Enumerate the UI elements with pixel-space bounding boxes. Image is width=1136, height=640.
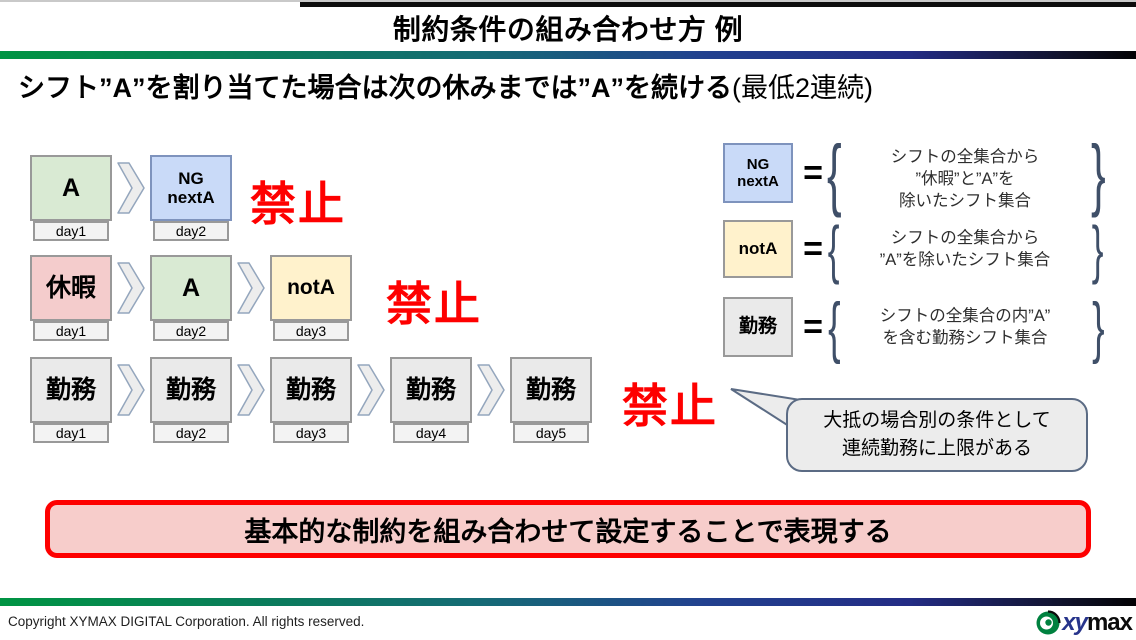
definition-text-ngnexta: シフトの全集合から ”休暇”と”A”を 除いたシフト集合 [845, 146, 1085, 212]
title-divider-bar [0, 51, 1136, 59]
shift-box-kinmu-day5: 勤務 day5 [510, 357, 592, 443]
brace-glyph: { [828, 213, 840, 285]
definition-line: 除いたシフト集合 [899, 192, 1031, 210]
definition-line: ”休暇”と”A”を [915, 170, 1015, 188]
chevron-right-icon [117, 162, 145, 214]
brace-glyph: { [826, 129, 842, 218]
top-hairline [0, 0, 1136, 2]
definition-term-ngnexta: NG nextA [723, 143, 793, 203]
shift-box-day: day5 [513, 423, 589, 443]
shift-box-label: A [150, 255, 232, 321]
top-black-bar [300, 2, 1136, 7]
shift-box-kinmu-day3: 勤務 day3 [270, 357, 352, 443]
shift-box-label: 休暇 [30, 255, 112, 321]
shift-box-label: 勤務 [30, 357, 112, 423]
page-title: 制約条件の組み合わせ方 例 [392, 14, 744, 45]
chevron-right-icon [357, 364, 385, 416]
brace-glyph: { [827, 289, 841, 365]
equals-sign: = [803, 307, 823, 346]
brace-close: } [1084, 289, 1112, 365]
chevron-right-icon [237, 262, 265, 314]
brace-close: } [1084, 129, 1112, 218]
brace-open: { [820, 213, 848, 285]
callout-line: 大抵の場合別の条件として [823, 410, 1051, 432]
brace-glyph: } [1091, 289, 1105, 365]
brace-glyph: } [1090, 129, 1106, 218]
shift-box-day: day1 [33, 423, 109, 443]
shift-box-day: day1 [33, 321, 109, 341]
subtitle-note-text: (最低2連続) [732, 73, 873, 103]
shift-box-label: 勤務 [150, 357, 232, 423]
shift-box-day: day4 [393, 423, 469, 443]
copyright-text: Copyright XYMAX DIGITAL Corporation. All… [8, 614, 365, 629]
chevron-right-icon [117, 262, 145, 314]
definition-term-kinmu: 勤務 [723, 297, 793, 357]
shift-box-label: 勤務 [510, 357, 592, 423]
brace-open: { [820, 129, 848, 218]
definition-text-nota: シフトの全集合から ”A”を除いたシフト集合 [845, 227, 1085, 271]
shift-box-label: A [30, 155, 112, 221]
shift-box-day: day3 [273, 423, 349, 443]
conclusion-banner: 基本的な制約を組み合わせて設定することで表現する [45, 500, 1091, 558]
definition-line: ”A”を除いたシフト集合 [879, 251, 1051, 269]
definition-line: シフトの全集合の内”A” [879, 307, 1051, 325]
xymax-logo: xy max [1035, 609, 1133, 637]
definition-line: シフトの全集合から [890, 229, 1040, 247]
shift-box-day: day1 [33, 221, 109, 241]
chevron-right-icon [117, 364, 145, 416]
footer-divider-bar [0, 598, 1136, 606]
logo-text-max: max [1086, 609, 1133, 636]
xymax-logo-icon [1036, 610, 1061, 635]
shift-box-kinmu-day4: 勤務 day4 [390, 357, 472, 443]
shift-box-kinmu-day2: 勤務 day2 [150, 357, 232, 443]
shift-box-day: day2 [153, 423, 229, 443]
logo-text-xy: xy [1062, 609, 1088, 636]
verdict-forbidden-row3: 禁止 [622, 380, 718, 432]
brace-close: } [1084, 213, 1112, 285]
equals-sign: = [803, 229, 823, 268]
shift-box-label: notA [270, 255, 352, 321]
shift-box-kinmu-day1: 勤務 day1 [30, 357, 112, 443]
definition-text-kinmu: シフトの全集合の内”A” を含む勤務シフト集合 [845, 305, 1085, 349]
shift-box-day: day3 [273, 321, 349, 341]
callout-line: 連続勤務に上限がある [841, 438, 1032, 459]
brace-glyph: } [1092, 213, 1104, 285]
shift-box-ngnexta-day2: NG nextA day2 [150, 155, 232, 241]
shift-box-label: 勤務 [270, 357, 352, 423]
definition-line: を含む勤務シフト集合 [882, 329, 1048, 347]
definition-line: シフトの全集合から [890, 148, 1040, 166]
verdict-forbidden-row2: 禁止 [386, 278, 482, 330]
shift-box-a-day2: A day2 [150, 255, 232, 341]
shift-box-nota-day3: notA day3 [270, 255, 352, 341]
shift-box-kyuka-day1: 休暇 day1 [30, 255, 112, 341]
callout-bubble: 大抵の場合別の条件として 連続勤務に上限がある [786, 398, 1088, 472]
brace-open: { [820, 289, 848, 365]
definition-term-nota: notA [723, 220, 793, 278]
chevron-right-icon [477, 364, 505, 416]
shift-box-a-day1: A day1 [30, 155, 112, 241]
verdict-forbidden-row1: 禁止 [250, 178, 346, 230]
shift-box-day: day2 [153, 321, 229, 341]
shift-box-label: NG nextA [150, 155, 232, 221]
subtitle-main-text: シフト”A”を割り当てた場合は次の休みまでは”A”を続ける [18, 73, 732, 103]
chevron-right-icon [237, 364, 265, 416]
shift-box-day: day2 [153, 221, 229, 241]
slide-subtitle: シフト”A”を割り当てた場合は次の休みまでは”A”を続ける(最低2連続) [18, 66, 873, 105]
equals-sign: = [803, 153, 823, 192]
shift-box-label: 勤務 [390, 357, 472, 423]
